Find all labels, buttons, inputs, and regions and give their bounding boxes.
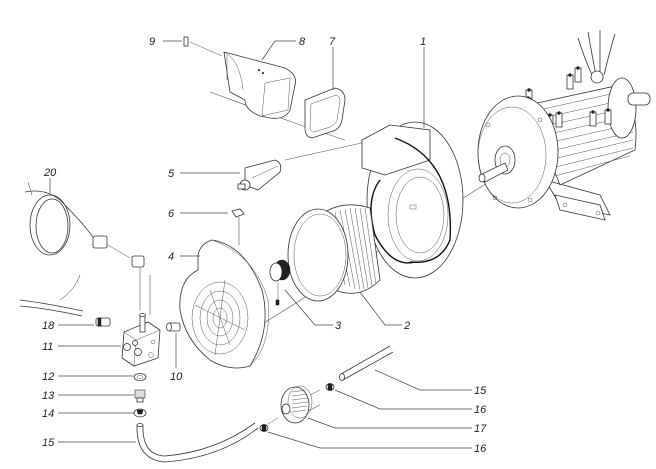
leader-3 <box>284 289 333 326</box>
callout-9: 9 <box>149 36 155 48</box>
outlet-duct <box>223 51 296 119</box>
fan-impeller <box>287 204 381 302</box>
leader-2 <box>359 291 402 326</box>
callout-7: 7 <box>329 36 336 48</box>
callout-5: 5 <box>168 168 175 180</box>
callout-16-upper: 16 <box>474 404 487 416</box>
flap-valve <box>237 159 282 191</box>
hub-coupling <box>269 259 291 306</box>
callout-17: 17 <box>474 423 487 435</box>
callout-15-right: 15 <box>474 385 487 397</box>
small-clip <box>183 36 223 57</box>
callout-20: 20 <box>43 167 57 179</box>
callout-18: 18 <box>42 320 55 332</box>
leader-8 <box>261 40 296 61</box>
leader-lines <box>49 40 472 449</box>
fan-housing <box>361 121 464 279</box>
callout-15-left: 15 <box>42 437 55 449</box>
inline-filter-assembly <box>259 345 394 432</box>
callout-8: 8 <box>299 36 306 48</box>
callout-11: 11 <box>42 341 53 353</box>
callout-6: 6 <box>168 208 175 220</box>
callout-1: 1 <box>420 36 426 48</box>
callout-14: 14 <box>42 408 54 420</box>
valve-block-assembly <box>19 274 259 463</box>
callout-3: 3 <box>335 320 342 332</box>
leader-17 <box>307 417 472 429</box>
callout-10: 10 <box>170 371 183 383</box>
callout-13: 13 <box>42 390 55 402</box>
leader-16b <box>267 431 472 449</box>
electric-motor <box>477 30 651 221</box>
leader-16a <box>334 389 472 410</box>
callout-16-lower: 16 <box>474 443 487 455</box>
power-cable <box>24 181 145 310</box>
callout-2: 2 <box>403 320 410 332</box>
gasket <box>304 87 346 139</box>
clip <box>231 208 245 245</box>
callout-12: 12 <box>42 371 54 383</box>
callout-4: 4 <box>168 251 174 263</box>
leader-15b <box>374 369 472 391</box>
housing-cover <box>179 239 269 369</box>
callout-labels: 9 8 7 1 20 5 6 4 3 2 18 11 12 13 14 15 1… <box>42 36 487 455</box>
